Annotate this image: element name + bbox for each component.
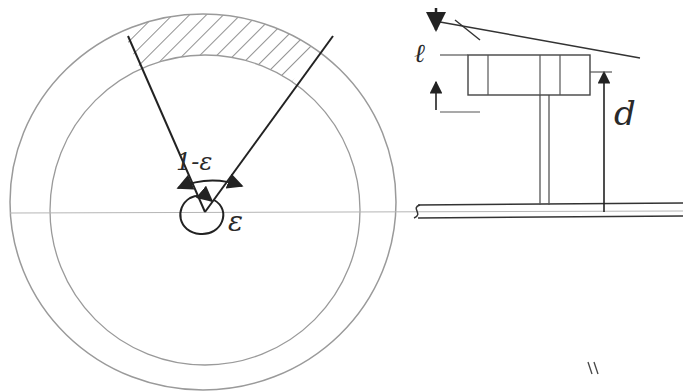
blade-stem xyxy=(548,95,549,205)
sector-line xyxy=(205,36,333,212)
math-label: d xyxy=(614,96,636,130)
math-label: ε xyxy=(228,208,243,236)
shaft-break xyxy=(414,205,420,218)
axis-line xyxy=(10,211,683,213)
dimension-arrow xyxy=(435,8,438,30)
outer-circle xyxy=(10,14,396,390)
blade-block xyxy=(468,55,590,95)
shaft-line xyxy=(418,216,683,218)
angle-loop xyxy=(180,196,223,234)
flow-line xyxy=(440,22,640,58)
flow-line xyxy=(455,20,480,40)
angle-arc xyxy=(178,180,242,188)
blade-line xyxy=(487,55,488,95)
math-label: ℓ xyxy=(414,40,425,66)
stray-mark xyxy=(588,362,592,374)
tick-line xyxy=(440,111,480,112)
math-label: 1-ε xyxy=(176,150,212,174)
stray-mark xyxy=(594,362,598,374)
tick-line xyxy=(440,54,468,55)
tick-line xyxy=(590,71,612,72)
shaft-line xyxy=(418,203,683,205)
sector-line xyxy=(128,36,205,212)
blade-line xyxy=(539,55,540,95)
dimension-arrow xyxy=(435,82,437,110)
blade-stem xyxy=(539,95,540,205)
blade-line xyxy=(559,55,560,95)
dimension-arrow xyxy=(603,72,605,212)
hatched-sector xyxy=(100,0,360,212)
